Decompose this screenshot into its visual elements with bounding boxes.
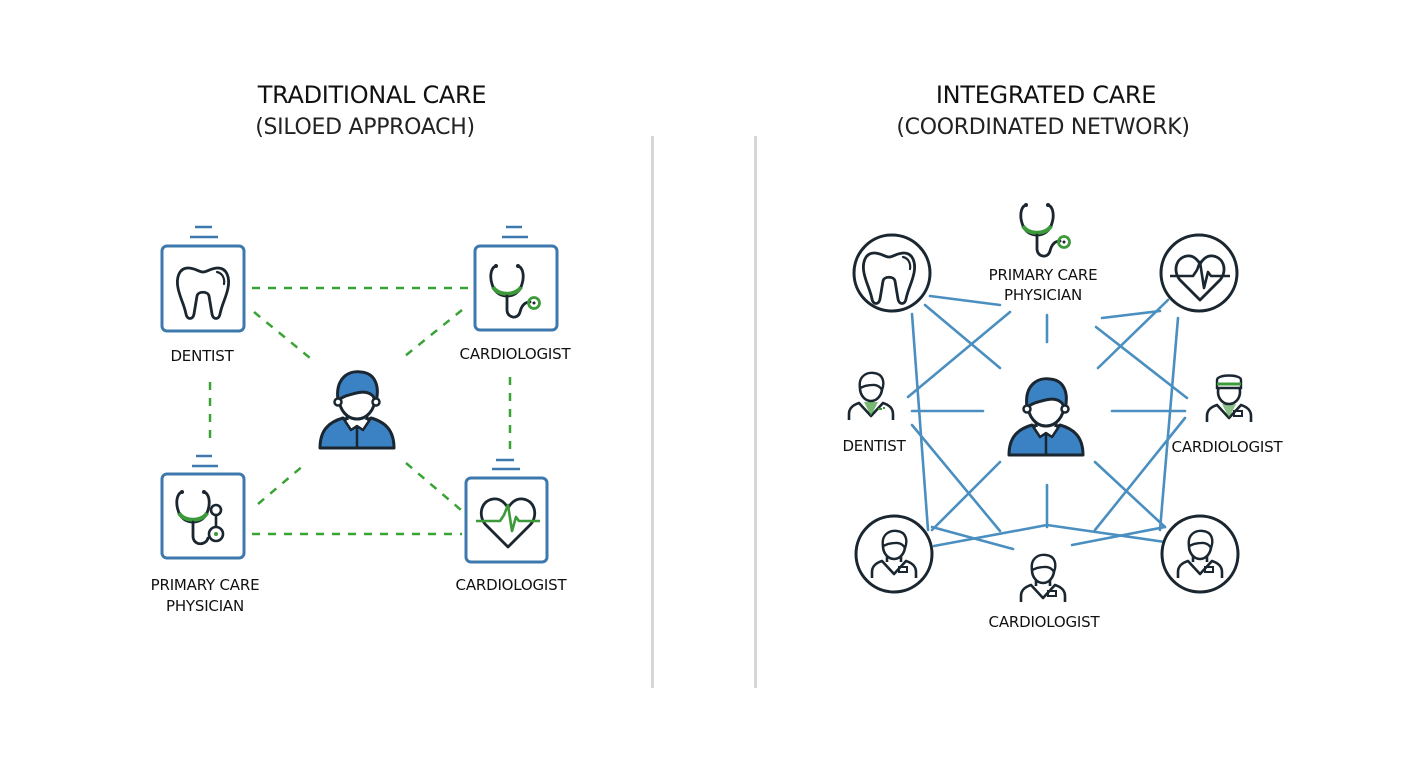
node-cardiologist-bottom xyxy=(464,458,549,564)
dentist-person-icon xyxy=(847,371,895,422)
label-dentist: DENTIST xyxy=(170,347,234,365)
label-dentist: DENTIST xyxy=(842,437,906,455)
stethoscope-icon xyxy=(1018,201,1072,259)
patient-icon xyxy=(318,370,396,450)
doctor-cap-icon xyxy=(1205,374,1253,424)
label-primary-care-line2: PHYSICIAN xyxy=(1003,286,1082,304)
traditional-care-subtitle: (SILOED APPROACH) xyxy=(255,115,475,140)
integrated-care-subtitle: (COORDINATED NETWORK) xyxy=(896,115,1190,140)
traditional-links xyxy=(208,286,512,536)
node-provider-right-circle xyxy=(1160,514,1240,594)
link-cardiologist-patient xyxy=(404,309,463,357)
doctor-icon xyxy=(1019,553,1067,604)
link-primary-patient xyxy=(257,464,305,505)
link-dentist-patient xyxy=(253,311,311,359)
label-primary-care-line1: PRIMARY CARE xyxy=(150,576,260,594)
divider-left xyxy=(651,136,654,688)
divider-right xyxy=(754,136,757,688)
patient-icon xyxy=(1007,377,1085,457)
integrated-care-title: INTEGRATED CARE xyxy=(935,81,1157,109)
label-primary-care-line1: PRIMARY CARE xyxy=(978,265,1108,285)
label-cardiologist-bottom: CARDIOLOGIST xyxy=(455,576,567,594)
node-dentist xyxy=(160,225,246,333)
traditional-care-title: TRADITIONAL CARE xyxy=(257,81,487,109)
link-cardiologist2-patient xyxy=(405,462,462,511)
node-dentist-circle xyxy=(852,233,932,313)
node-cardio-circle xyxy=(1159,233,1239,313)
label-cardiologist-bottom: CARDIOLOGIST xyxy=(988,613,1100,631)
node-provider-left-circle xyxy=(854,514,934,594)
node-cardiologist-top xyxy=(473,225,559,332)
integrated-links xyxy=(906,294,1189,551)
node-primary-care xyxy=(160,454,246,560)
label-cardiologist-right: CARDIOLOGIST xyxy=(1171,438,1283,456)
label-primary-care-line2: PHYSICIAN xyxy=(165,597,244,615)
label-cardiologist-top: CARDIOLOGIST xyxy=(459,345,571,363)
